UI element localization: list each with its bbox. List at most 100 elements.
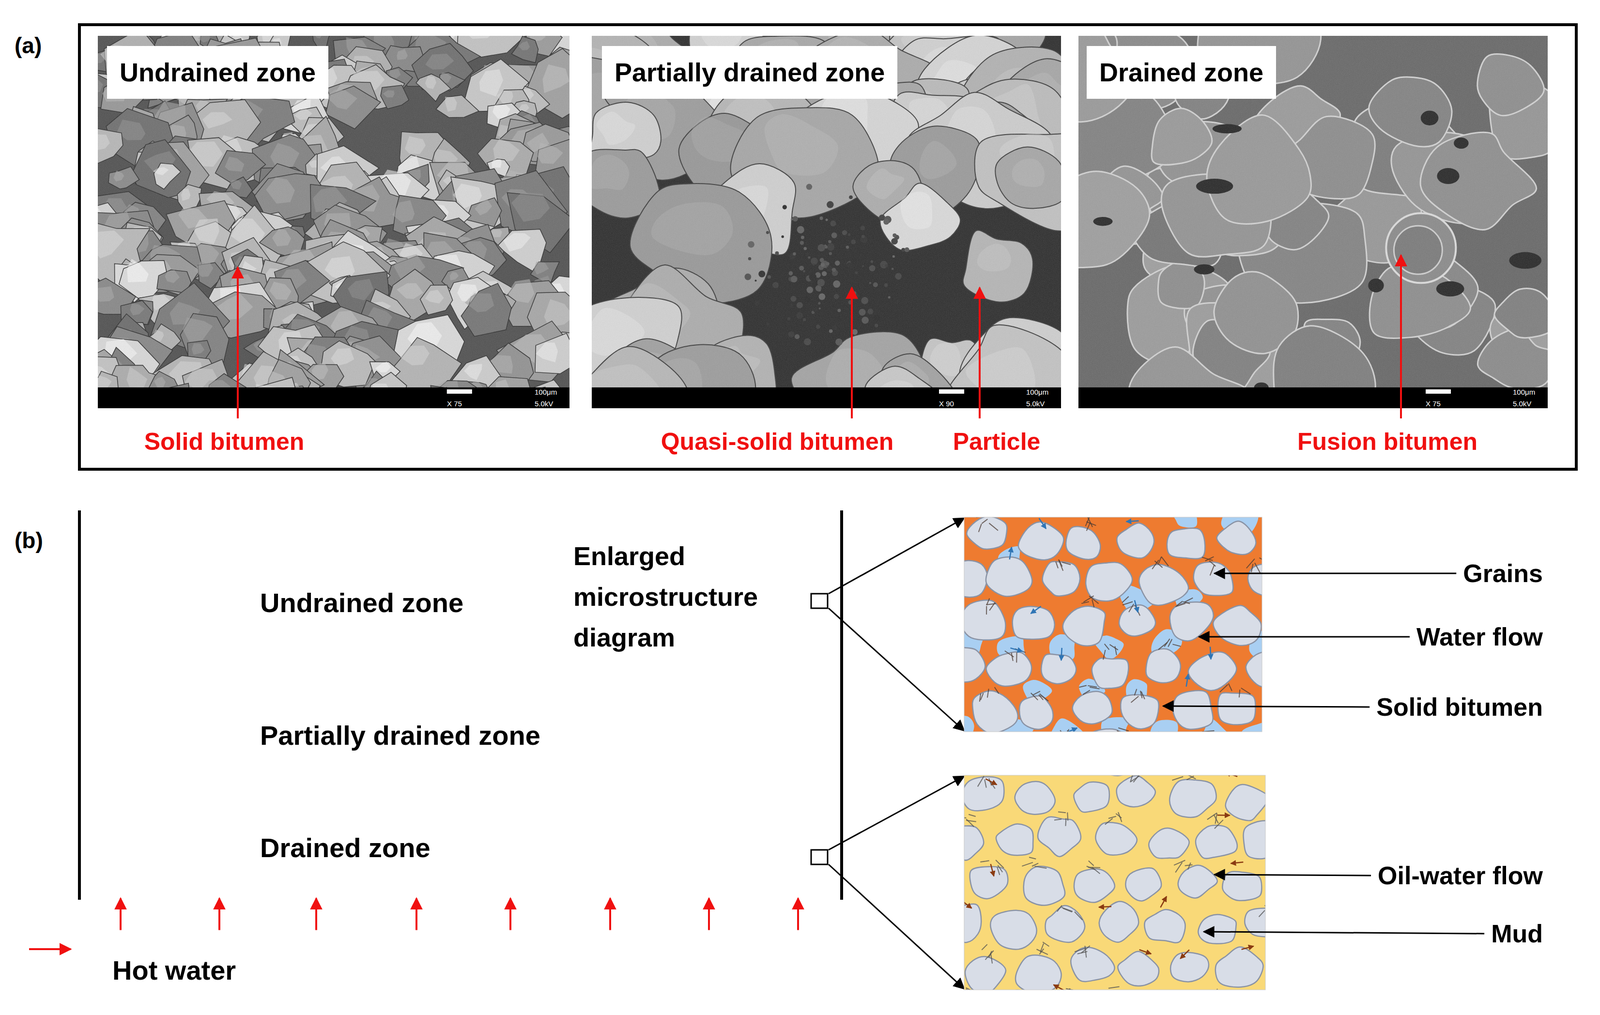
particle-highlight	[250, 219, 268, 240]
rock-particle	[274, 301, 315, 337]
bitumen-speck	[806, 286, 814, 294]
fused-grain	[1322, 177, 1422, 263]
mud-streak	[990, 953, 993, 964]
sand-grain	[1119, 604, 1156, 636]
particle-highlight	[262, 168, 297, 192]
leader-line	[1203, 931, 1485, 934]
fused-grain	[1145, 167, 1205, 226]
callout-label: Fusion bitumen	[1297, 427, 1478, 457]
bitumen-streak	[1158, 556, 1162, 564]
bitumen-speck	[831, 269, 839, 277]
flow-arrow	[1039, 518, 1047, 529]
sand-grain	[964, 560, 988, 598]
rock-particle	[114, 261, 164, 303]
particle-highlight	[977, 243, 1012, 272]
rock-particle	[918, 338, 984, 400]
bitumen-speck	[826, 265, 829, 268]
rock-particle	[477, 138, 534, 179]
particle-highlight	[186, 141, 223, 167]
rock-particle	[635, 289, 715, 356]
rock-particle	[535, 333, 570, 374]
bitumen-streak	[994, 687, 1000, 694]
sand-grain	[990, 910, 1037, 950]
rock-particle	[330, 321, 399, 378]
pore-hole	[1212, 123, 1242, 134]
particle-highlight	[212, 45, 232, 62]
fused-grain	[1477, 53, 1545, 116]
particle-highlight	[218, 53, 245, 77]
sand-grain	[964, 775, 966, 813]
rock-particle	[974, 133, 1062, 231]
bitumen-speck	[803, 246, 807, 251]
rock-particle	[147, 51, 215, 109]
rock-particle	[124, 35, 158, 66]
particle-highlight	[281, 132, 293, 142]
mud-streak	[1259, 910, 1265, 917]
water-patch	[1221, 517, 1259, 536]
bitumen-streak	[1015, 648, 1026, 653]
rock-particle	[389, 35, 481, 87]
rock-particle	[97, 357, 118, 376]
rock-particle	[357, 176, 406, 225]
rock-particle	[313, 306, 383, 360]
mud-streak	[977, 776, 985, 787]
particle-highlight	[274, 146, 303, 166]
water-patch	[1078, 678, 1106, 702]
rock-particle	[696, 335, 777, 409]
particle-highlight	[464, 35, 499, 39]
bitumen-speck	[901, 247, 906, 252]
noise-overlay	[1078, 35, 1548, 409]
particle-highlight	[284, 307, 302, 321]
pointer-arrow	[850, 287, 853, 419]
particle-highlight	[153, 167, 169, 175]
particle-highlight	[495, 379, 510, 397]
bitumen-streak	[1161, 556, 1169, 566]
rock-particle	[190, 390, 223, 409]
scale-text: 5.0kV	[1026, 399, 1045, 409]
particle-highlight	[343, 184, 380, 212]
particle-highlight	[199, 375, 213, 386]
rock-particle	[153, 35, 195, 68]
mud-streak	[966, 820, 977, 822]
particle-highlight	[175, 241, 191, 257]
particle-highlight	[164, 45, 189, 64]
rock-particle	[878, 353, 958, 409]
particle-highlight	[255, 83, 283, 106]
rock-particle	[199, 191, 261, 235]
particle-highlight	[308, 160, 322, 169]
particle-highlight	[146, 63, 173, 84]
rock-particle	[330, 276, 355, 303]
particle-highlight	[876, 380, 915, 409]
bitumen-speck	[846, 245, 849, 249]
bitumen-speck	[788, 276, 793, 282]
rock-particle	[429, 35, 471, 61]
rock-particle	[282, 314, 341, 360]
rock-particle	[217, 95, 295, 147]
rock-particle	[706, 83, 823, 168]
particle-highlight	[445, 96, 458, 112]
rock-particle	[231, 248, 270, 279]
mud-streak	[1086, 866, 1095, 870]
bitumen-streak	[1061, 562, 1071, 565]
fused-grain	[1127, 264, 1236, 367]
noise-overlay	[591, 35, 1062, 409]
bitumen-speck	[832, 280, 841, 288]
bitumen-streak	[1092, 599, 1094, 608]
bitumen-streak	[1114, 646, 1117, 655]
bitumen-speck	[818, 246, 823, 250]
zone-band: Drained zone	[79, 777, 1037, 899]
fused-grain	[1299, 319, 1360, 372]
particle-highlight	[286, 227, 296, 236]
rock-particle	[147, 41, 206, 81]
node-text: Partially drained zone	[614, 56, 885, 89]
particle-highlight	[514, 113, 536, 131]
rock-particle	[273, 360, 318, 396]
rock-particle	[689, 35, 763, 69]
rock-particle	[233, 216, 255, 236]
particle-highlight	[895, 86, 943, 129]
bitumen-speck	[827, 265, 830, 268]
fused-grain	[1400, 281, 1496, 355]
bitumen-speck	[833, 254, 837, 257]
bitumen-speck	[790, 295, 797, 302]
bitumen-speck	[842, 230, 847, 235]
